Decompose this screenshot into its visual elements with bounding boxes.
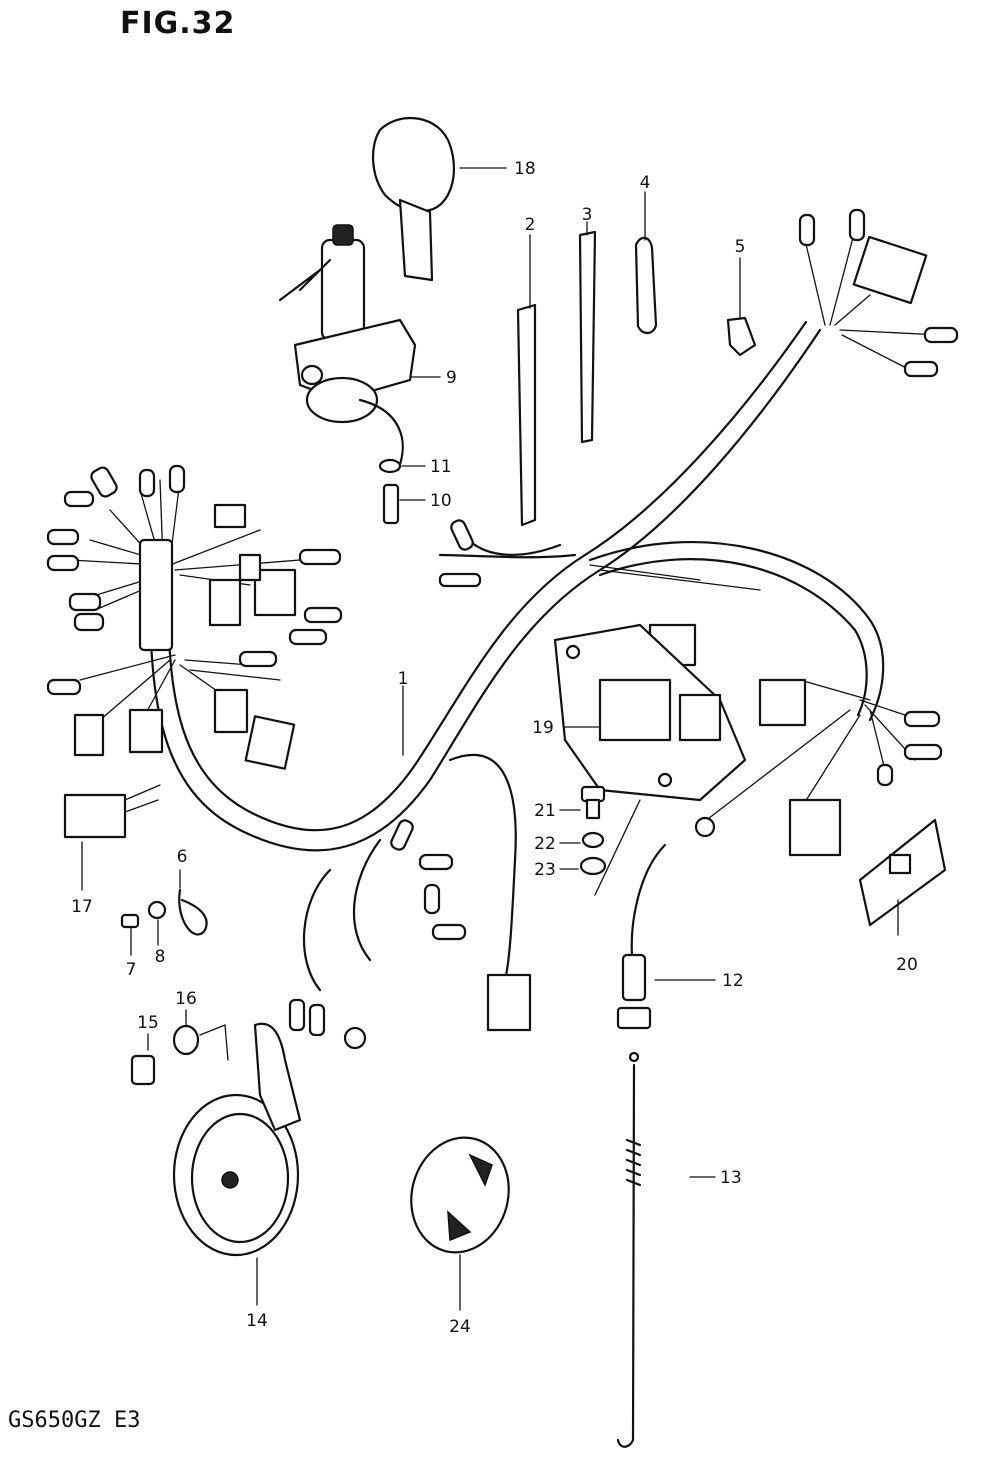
figure-title: FIG.32 bbox=[120, 6, 236, 41]
screw-7 bbox=[120, 913, 140, 929]
callout-labels: 1 2 3 4 5 6 7 8 9 10 11 12 13 14 15 16 1… bbox=[71, 159, 918, 1337]
callout-24: 24 bbox=[449, 1317, 471, 1337]
callout-8: 8 bbox=[155, 947, 166, 967]
bolt-15 bbox=[130, 1054, 156, 1086]
washer-23 bbox=[579, 799, 641, 896]
callout-20: 20 bbox=[896, 955, 918, 975]
callout-9: 9 bbox=[446, 368, 457, 388]
bolt-21 bbox=[580, 785, 606, 820]
callout-17: 17 bbox=[71, 897, 93, 917]
coupler-17 bbox=[63, 784, 161, 839]
callout-7: 7 bbox=[126, 960, 137, 980]
callout-23: 23 bbox=[534, 860, 556, 880]
model-designation: GS650GZ E3 bbox=[8, 1408, 141, 1433]
callout-5: 5 bbox=[735, 237, 746, 257]
relay-bracket bbox=[553, 623, 747, 802]
bracket-20 bbox=[858, 818, 947, 927]
ignition-key-blank bbox=[371, 116, 455, 282]
callout-10: 10 bbox=[430, 491, 452, 511]
clamp-5 bbox=[726, 316, 757, 357]
washer-11 bbox=[378, 458, 402, 474]
clamp-6 bbox=[178, 888, 208, 936]
callout-15: 15 bbox=[137, 1013, 159, 1033]
wiring-harness bbox=[46, 208, 959, 1050]
washer-22 bbox=[581, 831, 605, 849]
callout-6: 6 bbox=[177, 847, 188, 867]
clamp-3 bbox=[578, 230, 597, 444]
horn bbox=[172, 1022, 302, 1257]
switch-spring bbox=[616, 1063, 642, 1448]
leader-lines bbox=[81, 167, 899, 1311]
horn-cover bbox=[410, 1136, 510, 1254]
callout-18: 18 bbox=[514, 159, 536, 179]
callout-13: 13 bbox=[720, 1168, 742, 1188]
callout-19: 19 bbox=[532, 718, 554, 738]
callout-12: 12 bbox=[722, 971, 744, 991]
callout-3: 3 bbox=[582, 205, 593, 225]
callout-4: 4 bbox=[640, 173, 651, 193]
ignition-switch bbox=[278, 224, 417, 472]
screw-10 bbox=[382, 483, 400, 525]
callout-21: 21 bbox=[534, 801, 556, 821]
clamp-4 bbox=[634, 236, 658, 335]
washer-16 bbox=[172, 1024, 200, 1056]
brake-light-switch bbox=[616, 843, 667, 1063]
callout-2: 2 bbox=[525, 215, 536, 235]
callout-1: 1 bbox=[398, 669, 409, 689]
callout-14: 14 bbox=[246, 1311, 268, 1331]
clamp-2 bbox=[516, 303, 537, 527]
washer-8 bbox=[147, 900, 167, 920]
callout-16: 16 bbox=[175, 989, 197, 1009]
callout-22: 22 bbox=[534, 834, 556, 854]
callout-11: 11 bbox=[430, 457, 452, 477]
